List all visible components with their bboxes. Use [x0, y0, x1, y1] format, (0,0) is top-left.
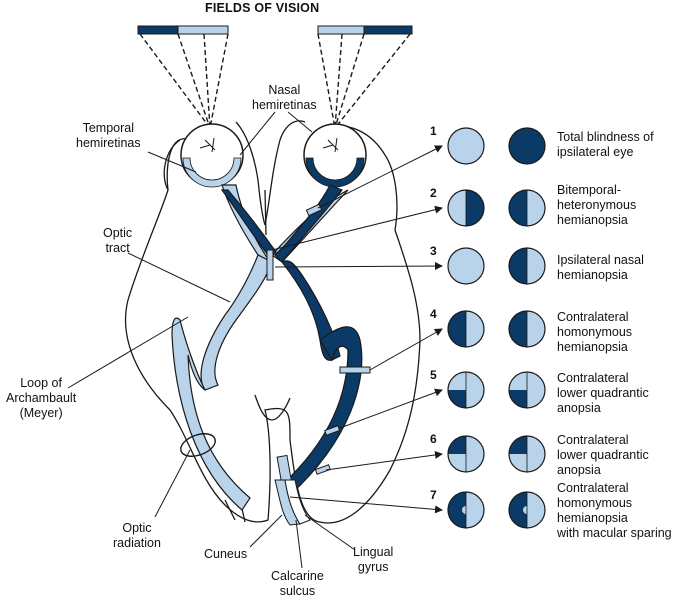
visual-field-left-1: [447, 127, 485, 165]
lesion-description: Ipsilateral nasal hemianopsia: [557, 253, 644, 282]
visual-field-right-7: [508, 491, 546, 529]
lesion-arrows: [271, 145, 443, 514]
lesion-description: Contralateral homonymous hemianopsia wit…: [557, 481, 672, 540]
label-temporal-hemiretinas: Temporal hemiretinas: [76, 121, 141, 150]
lesion-number: 5: [430, 368, 437, 382]
visual-field-right-1: [508, 127, 546, 165]
brain-outline: [124, 120, 421, 524]
visual-field-left-4: [447, 310, 485, 348]
visual-field-right-2: [508, 189, 546, 227]
visual-field-left-2: [447, 189, 485, 227]
field-projection-lines: [139, 33, 411, 129]
label-cuneus: Cuneus: [204, 547, 248, 561]
left-eye: [180, 123, 244, 188]
lesion-number: 6: [430, 432, 437, 446]
label-optic-tract: Optic tract: [103, 226, 133, 255]
label-lingual-gyrus: Lingual gyrus: [353, 545, 394, 574]
visual-field-left-3: [447, 247, 485, 285]
visual-field-right-6: [508, 435, 546, 473]
label-calcarine-sulcus: Calcarine sulcus: [271, 569, 324, 598]
visual-field-right-4: [508, 310, 546, 348]
lesion-number: 1: [430, 124, 437, 138]
visual-field-results: [447, 127, 546, 529]
visual-field-bars: [137, 25, 413, 35]
lesion-number: 3: [430, 244, 437, 258]
right-eye: [303, 123, 367, 188]
lesion-description: Total blindness of ipsilateral eye: [557, 130, 654, 159]
lesion-number: 2: [430, 186, 437, 200]
lesion-description: Contralateral lower quadrantic anopsia: [557, 371, 649, 415]
visual-field-right-3: [508, 247, 546, 285]
visual-field-left-7: [447, 491, 485, 529]
page-title: FIELDS OF VISION: [205, 1, 320, 15]
loop-of-archambault-marker: [180, 433, 216, 457]
visual-field-right-5: [508, 371, 546, 409]
lesion-number: 7: [430, 488, 437, 502]
lesion-description: Contralateral lower quadrantic anopsia: [557, 433, 649, 477]
label-nasal-hemiretinas: Nasal hemiretinas: [252, 83, 317, 112]
lesion-description: Contralateral homonymous hemianopsia: [557, 310, 633, 354]
calcarine-cortex: [274, 479, 311, 526]
label-loop-of-archambault: Loop of Archambault (Meyer): [6, 376, 77, 420]
visual-field-left-5: [447, 371, 485, 409]
visual-field-left-6: [447, 435, 485, 473]
label-pointers: [67, 111, 356, 569]
lesion-number: 4: [430, 307, 437, 321]
lesion-description: Bitemporal- heteronymous hemianopsia: [557, 183, 637, 227]
label-optic-radiation: Optic radiation: [113, 521, 161, 550]
